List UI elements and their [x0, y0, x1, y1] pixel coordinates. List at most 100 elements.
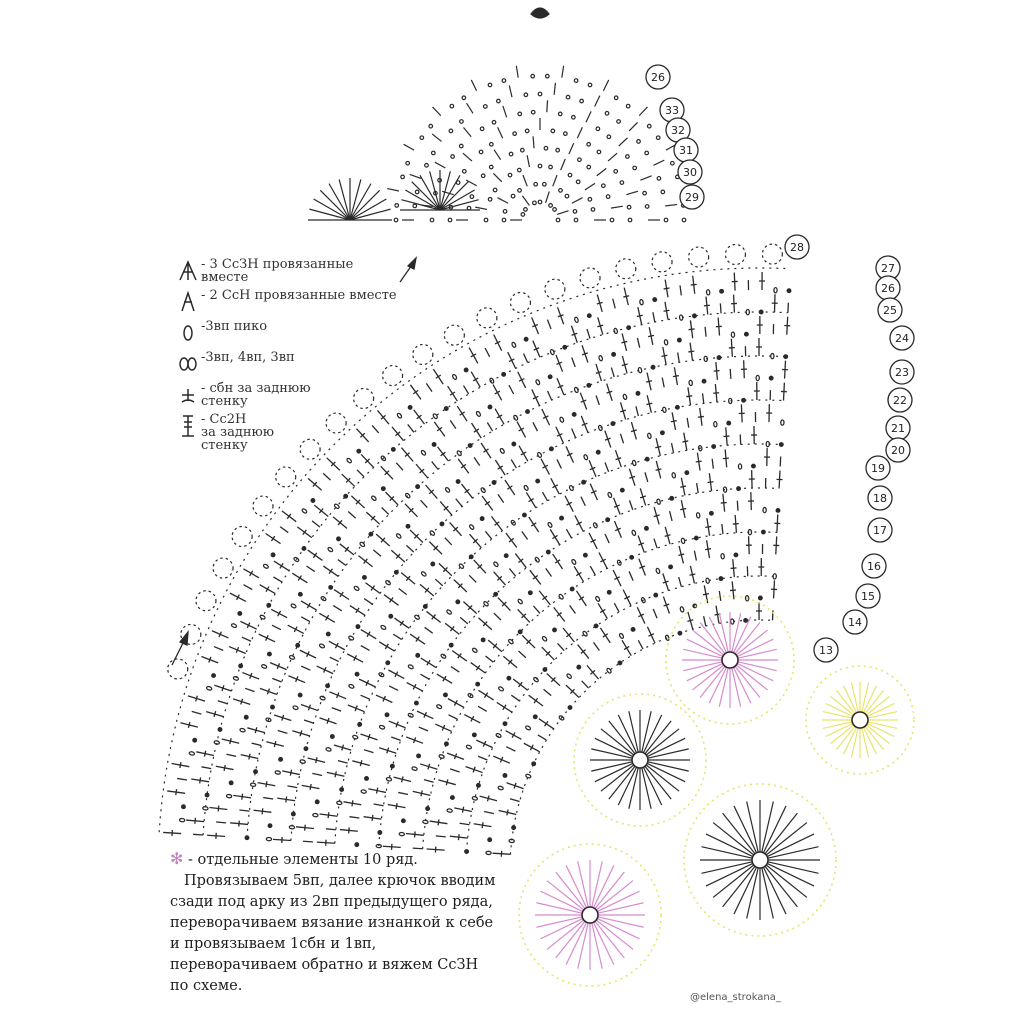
legend-row: -3вп пико — [175, 320, 445, 346]
flower-petal-stitch — [546, 919, 585, 950]
stitch-dc-bar — [653, 514, 660, 518]
motif-chain — [393, 217, 399, 223]
flower-petal-stitch — [764, 865, 798, 908]
flower-petal-stitch — [592, 865, 615, 909]
stitch-dc-bar — [248, 753, 251, 760]
stitch-dc-bar — [445, 779, 449, 786]
flower-petal-stitch — [718, 667, 729, 707]
flower-outer-ring — [805, 665, 915, 775]
stitch-dc-bar — [499, 756, 504, 763]
stitch-dc-bar — [384, 470, 390, 476]
flower-petal-stitch — [597, 916, 644, 928]
stitch-slip — [468, 554, 474, 560]
stitch-chain — [456, 450, 462, 457]
motif-chain — [656, 175, 662, 181]
stitch-dc-bar — [341, 744, 345, 751]
stitch-chain — [319, 695, 326, 701]
stitch-slip — [493, 591, 499, 597]
motif-chain — [555, 147, 561, 153]
stitch-dc-bar — [427, 763, 431, 770]
stitch-dc-bar — [492, 643, 498, 649]
stitch-chain — [288, 824, 296, 830]
motif-chain — [480, 173, 486, 179]
stitch-dc-bar — [339, 591, 344, 598]
round-number-badge: 31 — [673, 137, 699, 163]
stitch-slip — [336, 536, 341, 542]
stitch-chain — [680, 537, 686, 545]
stitch-dc-bar — [412, 389, 419, 395]
round-number: 24 — [895, 332, 909, 345]
round-number: 27 — [881, 262, 895, 275]
stitch-chain — [348, 635, 355, 641]
stitch-chain — [497, 785, 504, 791]
motif-chain — [400, 174, 406, 180]
round-number: 26 — [881, 282, 895, 295]
stitch-sc — [693, 550, 698, 561]
stitch-slip — [711, 444, 717, 449]
stitch-sc — [302, 840, 313, 843]
stitch-sc — [418, 726, 429, 732]
stitch-chain — [559, 416, 565, 423]
stitch-slip — [644, 456, 650, 462]
motif-stitch — [594, 95, 601, 107]
stitch-dc-bar — [508, 358, 515, 363]
stitch-chain — [396, 412, 403, 419]
stitch-slip — [455, 479, 461, 484]
stitch-dc-bar — [502, 704, 507, 711]
stitch-dc-bar — [453, 700, 458, 706]
stitch-chain — [729, 618, 735, 625]
flower-petal-stitch — [608, 765, 636, 800]
legend: - 3 СсЗН провязанные вместе- 2 СсН провя… — [175, 258, 445, 457]
stitch-chain — [662, 406, 667, 414]
side-fan-stitch — [313, 198, 351, 221]
stitch-chain — [288, 654, 296, 660]
flower-center — [851, 711, 869, 729]
stitch-dc-bar — [623, 645, 630, 651]
stitch-slip — [364, 776, 369, 781]
stitch-slip — [502, 773, 508, 778]
stitch-dc-bar — [309, 783, 312, 791]
stitch-chain — [558, 715, 565, 721]
motif-chain — [537, 199, 543, 205]
stitch-dc-bar — [580, 649, 586, 654]
stitch-dc-bar — [557, 384, 564, 389]
stitch-slip — [733, 552, 739, 558]
flower-petal-stitch — [608, 720, 636, 755]
flower-petal-stitch — [617, 766, 638, 806]
side-fan-stitch — [439, 175, 461, 211]
edge-picot-arch — [195, 590, 217, 612]
edge-picot-arch — [443, 324, 465, 346]
flower-petal-stitch — [865, 695, 891, 716]
stitch-sc — [431, 461, 439, 470]
stitch-slip — [455, 599, 461, 605]
flower-petal-stitch — [829, 695, 855, 716]
motif-chain — [483, 217, 489, 223]
stitch-slip — [517, 629, 523, 635]
edge-picot-arch — [615, 258, 637, 280]
stitch-chain — [663, 339, 669, 346]
stitch-dc-bar — [646, 402, 653, 406]
motif-chain — [544, 73, 550, 79]
stitch-dc-bar — [370, 515, 376, 521]
stitch-dc-bar — [364, 458, 370, 464]
stitch-dc-bar — [238, 820, 240, 827]
stitch-slip — [778, 442, 784, 447]
stitch-dc-bar — [600, 558, 607, 563]
stitch-sc — [395, 462, 404, 471]
stitch-chain — [566, 673, 572, 680]
flower-petal-stitch — [577, 922, 589, 969]
motif-chain — [495, 98, 501, 104]
motif-chain — [573, 78, 579, 83]
motif-stitch — [626, 190, 639, 196]
stitch-slip — [290, 811, 296, 817]
round-number-badge: 20 — [885, 437, 911, 463]
stitch-dc-bar — [389, 495, 395, 502]
stitch-dc-bar — [703, 304, 710, 307]
stitch-sc — [546, 390, 553, 401]
stitch-dc-bar — [428, 489, 435, 495]
motif-stitch — [470, 79, 478, 91]
motif-chain — [565, 94, 571, 100]
stitch-chain — [371, 495, 377, 502]
round-number-badge: 21 — [885, 415, 911, 441]
